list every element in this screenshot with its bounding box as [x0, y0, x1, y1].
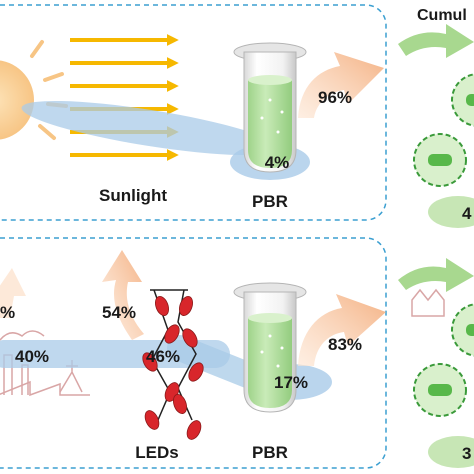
- led-loss-pct: 54%: [102, 303, 136, 322]
- pbr-label-bottom: PBR: [252, 443, 288, 462]
- loss-arrow-left: [0, 268, 26, 318]
- side-title: Cumul: [417, 7, 467, 24]
- side-top-value: 4: [462, 204, 472, 223]
- sunlight-label: Sunlight: [99, 186, 167, 205]
- leds-label: LEDs: [135, 443, 178, 462]
- partial-left-pct: %: [0, 303, 15, 322]
- side-bottom-value: 3: [462, 444, 471, 463]
- power-pct: 40%: [15, 347, 49, 366]
- led-string-icon: [142, 289, 204, 440]
- led-out-pct: 46%: [146, 347, 180, 366]
- loss-arrow-led: [102, 250, 144, 340]
- side-flow-arrows: [398, 24, 474, 292]
- pbr-lost-pct: 83%: [328, 335, 362, 354]
- microalgae-cells-top: [413, 73, 474, 228]
- pbr-label-top: PBR: [252, 192, 288, 211]
- pbr-tube-top: [233, 42, 307, 173]
- microalgae-cells-bottom: [411, 288, 474, 468]
- pbr-absorbed-pct: 17%: [274, 373, 308, 392]
- top-panel-frame: [0, 4, 387, 221]
- absorbed-pct-top: 4%: [265, 153, 290, 172]
- loss-arrow-top: [298, 52, 384, 118]
- bottom-panel-frame: [0, 237, 387, 469]
- loss-arrow-pbr-bottom: [298, 294, 386, 366]
- pbr-tube-bottom: [233, 282, 307, 413]
- lost-pct-top: 96%: [318, 88, 352, 107]
